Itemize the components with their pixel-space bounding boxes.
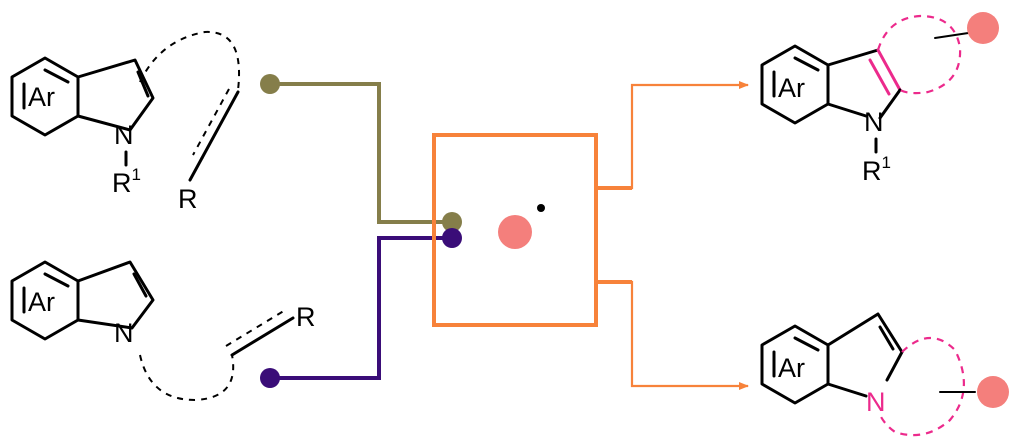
new-ring-dashed bbox=[879, 336, 965, 437]
r1-label: R1 bbox=[112, 165, 141, 198]
n-label: N bbox=[864, 107, 884, 137]
new-ring-dashed bbox=[876, 14, 962, 95]
substituent-circle-icon bbox=[977, 376, 1009, 408]
aromatic-bonds bbox=[772, 336, 820, 378]
pyrrole-ring bbox=[76, 58, 155, 132]
product-bottom: N Ar bbox=[760, 312, 1009, 437]
aromatic-bonds bbox=[772, 56, 820, 98]
pyrrole-ring bbox=[76, 260, 155, 330]
substrate-bottom: Ar N R bbox=[10, 260, 316, 402]
r-label: R bbox=[178, 184, 198, 214]
ar-label: Ar bbox=[28, 287, 55, 317]
c3a-c3-bond bbox=[826, 48, 880, 67]
c2-c3-double-bond bbox=[868, 58, 891, 96]
purple-node-start bbox=[260, 368, 280, 388]
olive-node-end bbox=[442, 212, 462, 232]
ar-label: Ar bbox=[778, 73, 805, 103]
ar-label: Ar bbox=[28, 82, 55, 112]
ar-label: Ar bbox=[778, 353, 805, 383]
aromatic-bonds bbox=[22, 68, 70, 110]
double-bond bbox=[878, 325, 895, 351]
n-label: N bbox=[114, 120, 134, 150]
double-bond bbox=[136, 70, 150, 98]
c2-n-bond bbox=[885, 350, 904, 382]
arrow-to-top-product bbox=[596, 81, 749, 190]
r1-label: R1 bbox=[862, 153, 891, 186]
double-bond bbox=[132, 272, 148, 298]
c7a-n-bond bbox=[826, 102, 868, 118]
olive-connector bbox=[270, 82, 452, 224]
catalyst-box bbox=[432, 133, 598, 327]
r-label: R bbox=[296, 302, 316, 332]
c2-n-bond bbox=[878, 88, 902, 120]
metal-center-icon bbox=[498, 215, 532, 249]
arrow-to-bottom-product bbox=[596, 280, 749, 390]
alkyne-bond bbox=[200, 90, 240, 160]
substituent-circle-icon bbox=[967, 12, 999, 44]
olive-node-start bbox=[260, 74, 280, 94]
substrate-top: Ar N R1 R bbox=[10, 30, 240, 214]
radical-dot-icon bbox=[537, 204, 545, 212]
purple-node-end bbox=[442, 228, 462, 248]
c2-c3-bond bbox=[876, 48, 902, 92]
tether-dashed bbox=[139, 354, 235, 402]
c7a-n-bond bbox=[826, 382, 868, 398]
product-top: N R1 Ar bbox=[760, 12, 999, 186]
n-label: N bbox=[866, 387, 886, 417]
n-label: N bbox=[114, 318, 134, 348]
alkyne-r-bond bbox=[188, 156, 204, 182]
aromatic-bonds bbox=[22, 272, 70, 314]
pyrrole-top-bonds bbox=[826, 312, 904, 354]
alkyne-bond-dashed bbox=[192, 88, 230, 156]
purple-connector bbox=[270, 236, 452, 380]
tether-dashed bbox=[139, 30, 240, 91]
alkyne-bond bbox=[230, 316, 295, 357]
